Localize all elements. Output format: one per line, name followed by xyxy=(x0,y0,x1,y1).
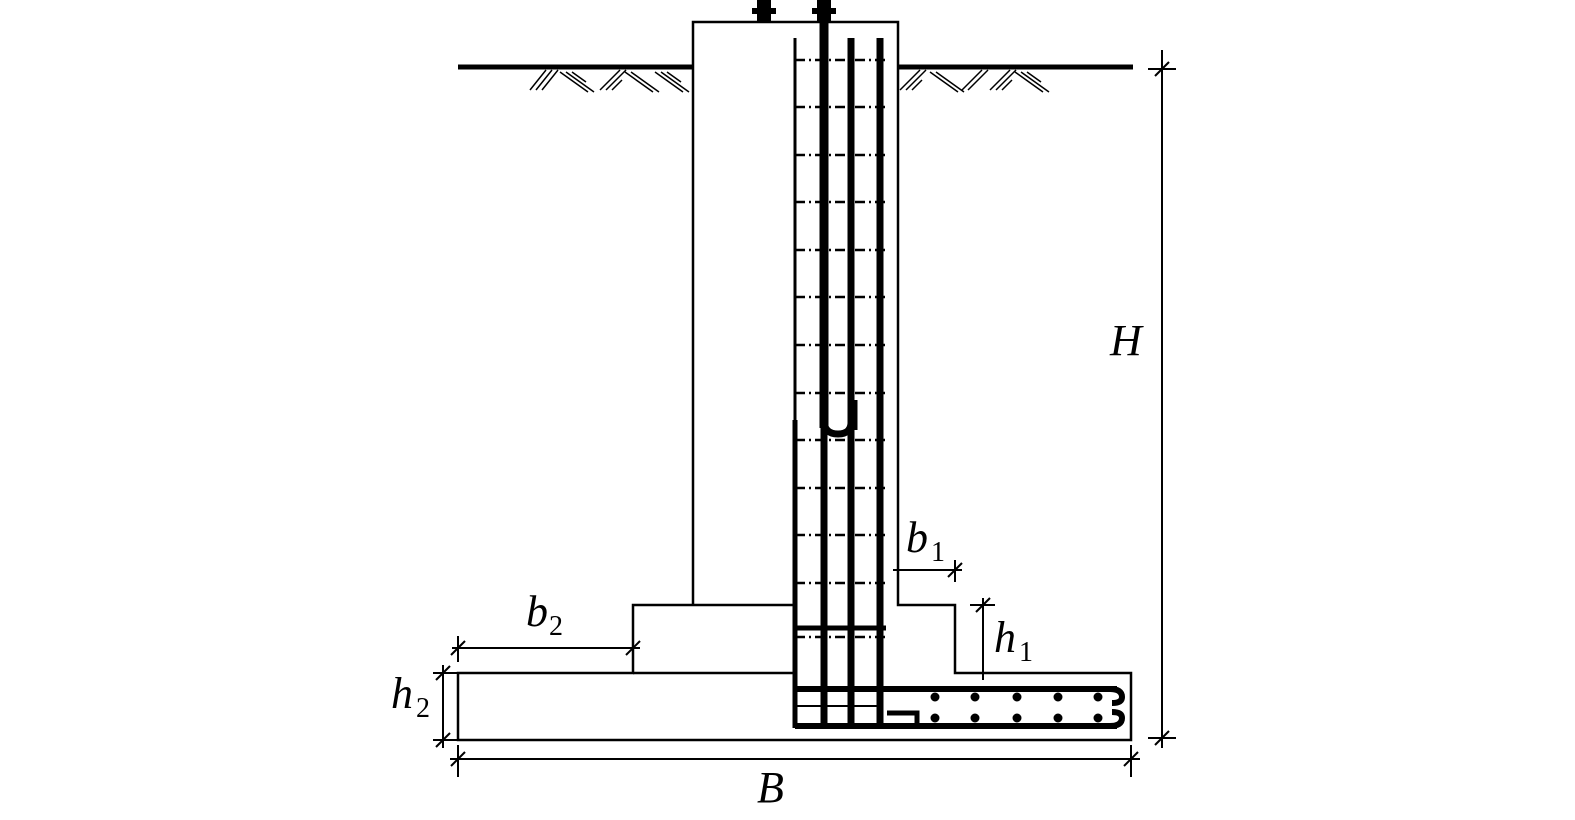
stirrups xyxy=(795,58,886,639)
rebar-hook xyxy=(820,419,855,438)
label-B: B xyxy=(757,763,784,812)
label-b2: b xyxy=(526,587,548,636)
soil-hatching xyxy=(529,69,1050,93)
footing-rebar-mat xyxy=(795,686,1126,729)
label-h1-sub: 1 xyxy=(1019,637,1033,668)
label-b1: b xyxy=(906,513,928,562)
label-b1-sub: 1 xyxy=(931,537,945,568)
label-b2-sub: 2 xyxy=(549,611,563,642)
dimension-lines xyxy=(433,50,1176,777)
reinforcement-cage xyxy=(792,0,1126,729)
label-h2-sub: 2 xyxy=(416,693,430,724)
label-H: H xyxy=(1109,316,1144,365)
label-h2: h xyxy=(391,669,413,718)
label-h1: h xyxy=(994,613,1016,662)
dimension-labels: H B b 1 b 2 h 1 h 2 xyxy=(391,316,1144,812)
concrete-outline xyxy=(456,20,1133,742)
